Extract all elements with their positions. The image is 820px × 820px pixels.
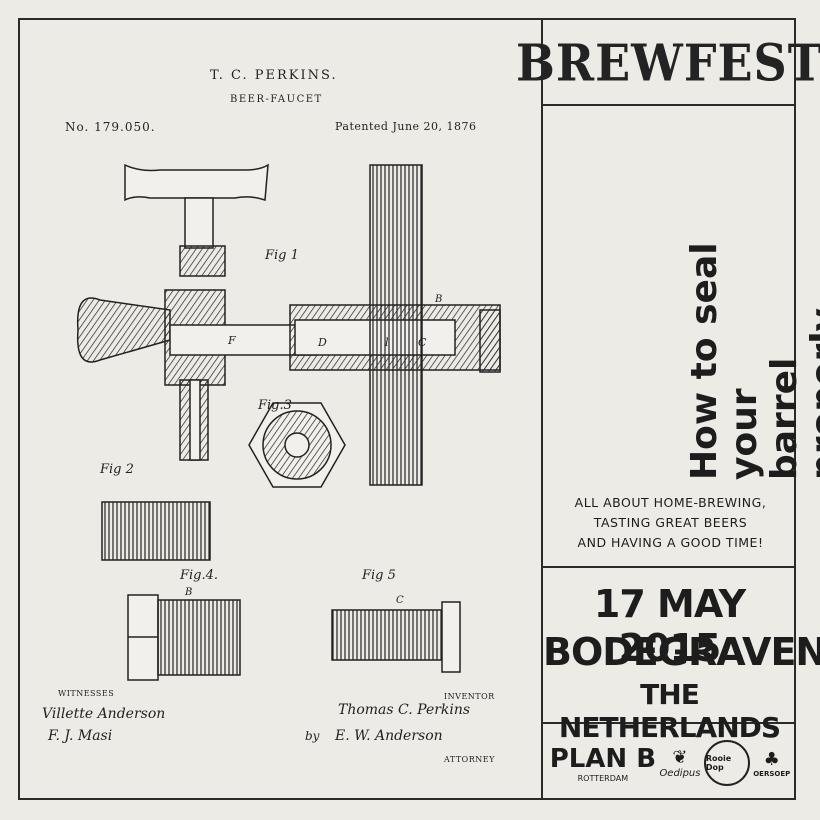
sponsor-plan-b: PLAN B ROTTERDAM [550,744,656,783]
fig4-label: Fig.4. [180,568,219,583]
patent-inventor-header: T. C. PERKINS. [210,68,338,83]
oersoep-tree-icon: ♣ [763,748,780,770]
part-letter-b: B [435,294,443,305]
oedipus-icon: ❦ [672,747,688,768]
tagline-line-1: ALL ABOUT HOME-BREWING, [574,495,767,510]
brand-logo: BREWFEST [516,33,820,93]
sponsor-divider [543,722,796,724]
part-letter-d: D [318,336,327,349]
inventor-signature: Thomas C. Perkins [338,702,471,718]
plan-b-sub: ROTTERDAM [577,773,629,783]
patent-number: No. 179.050. [65,120,156,134]
witnesses-label: WITNESSES [58,689,115,698]
poster-frame [18,18,796,800]
fig4-nut [127,594,241,681]
patent-title: BEER-FAUCET [230,94,323,105]
attorney-signature: E. W. Anderson [335,728,443,744]
rooie-dop-logo: Rooie Dop [703,740,750,786]
patent-date: Patented June 20, 1876 [335,120,477,133]
patent-drawing [76,163,501,681]
oersoep-label: OERSOEP [753,769,791,778]
inventor-label: INVENTOR [444,692,495,701]
fig4-part-letter-b: B [185,587,193,598]
tagline-line-3: AND HAVING A GOOD TIME! [577,535,764,550]
sponsor-logos: PLAN B ROTTERDAM ❦ Oedipus Rooie Dop ♣ O… [548,728,792,798]
event-city: BODEGRAVEN [543,630,820,674]
plan-b-logo: PLAN B [549,743,657,774]
fig1-faucet [76,163,501,486]
tagline-line-2: TASTING GREAT BEERS [593,515,748,530]
headline-line-1: How to seal your [684,242,765,480]
sponsor-oersoep: ♣ OERSOEP [753,749,790,778]
witness-signature-2: F. J. Masi [48,728,113,744]
fig5-thread [331,601,461,673]
fig1-label: Fig 1 [265,248,299,263]
fig3-nut [248,402,346,488]
tagline: ALL ABOUT HOME-BREWING, TASTING GREAT BE… [548,493,793,553]
column-divider [541,18,543,800]
part-letter-l: l [385,336,389,349]
attorney-label: ATTORNEY [444,755,495,764]
headline-line-2: barrel properly [764,307,820,480]
fig5-part-letter-c: C [396,595,404,606]
fig2-label: Fig 2 [100,462,134,477]
oedipus-label: Oedipus [659,768,701,779]
sponsor-rooie-dop: Rooie Dop [703,740,750,786]
witness-signature-1: Villette Anderson [42,706,166,722]
event-date: 17 MAY 2015 [593,582,746,670]
event-country: THE NETHERLANDS [558,678,781,744]
fig2-thread [101,501,211,561]
fig5-label: Fig 5 [362,568,396,583]
part-letter-c: C [418,336,427,349]
attorney-by: by [305,729,320,743]
sponsor-oedipus: ❦ Oedipus [659,747,700,779]
brand-divider [543,104,796,106]
event-divider [543,566,796,568]
headline: How to seal your barrel properly [684,190,820,480]
part-letter-f: F [228,334,236,347]
fig3-label: Fig.3 [258,398,292,413]
